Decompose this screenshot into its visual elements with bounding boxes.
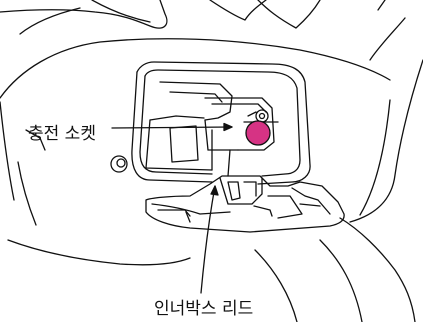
inner-box-lid xyxy=(146,176,344,232)
charging-socket-highlight xyxy=(246,121,270,145)
leader-lines xyxy=(112,124,232,294)
lid-leader-arrowhead xyxy=(211,186,218,195)
top-body-curves xyxy=(0,0,405,60)
socket-housing xyxy=(132,62,310,184)
socket-leader-line xyxy=(112,127,232,128)
socket-leader-arrowhead xyxy=(224,124,232,131)
inner-box-lid-label: 인너박스 리드 xyxy=(154,294,253,319)
body-outline xyxy=(0,39,423,322)
charging-socket-label: 충전 소켓 xyxy=(28,119,96,144)
lock-cylinder xyxy=(111,156,127,172)
lid-leader-line xyxy=(201,186,215,293)
